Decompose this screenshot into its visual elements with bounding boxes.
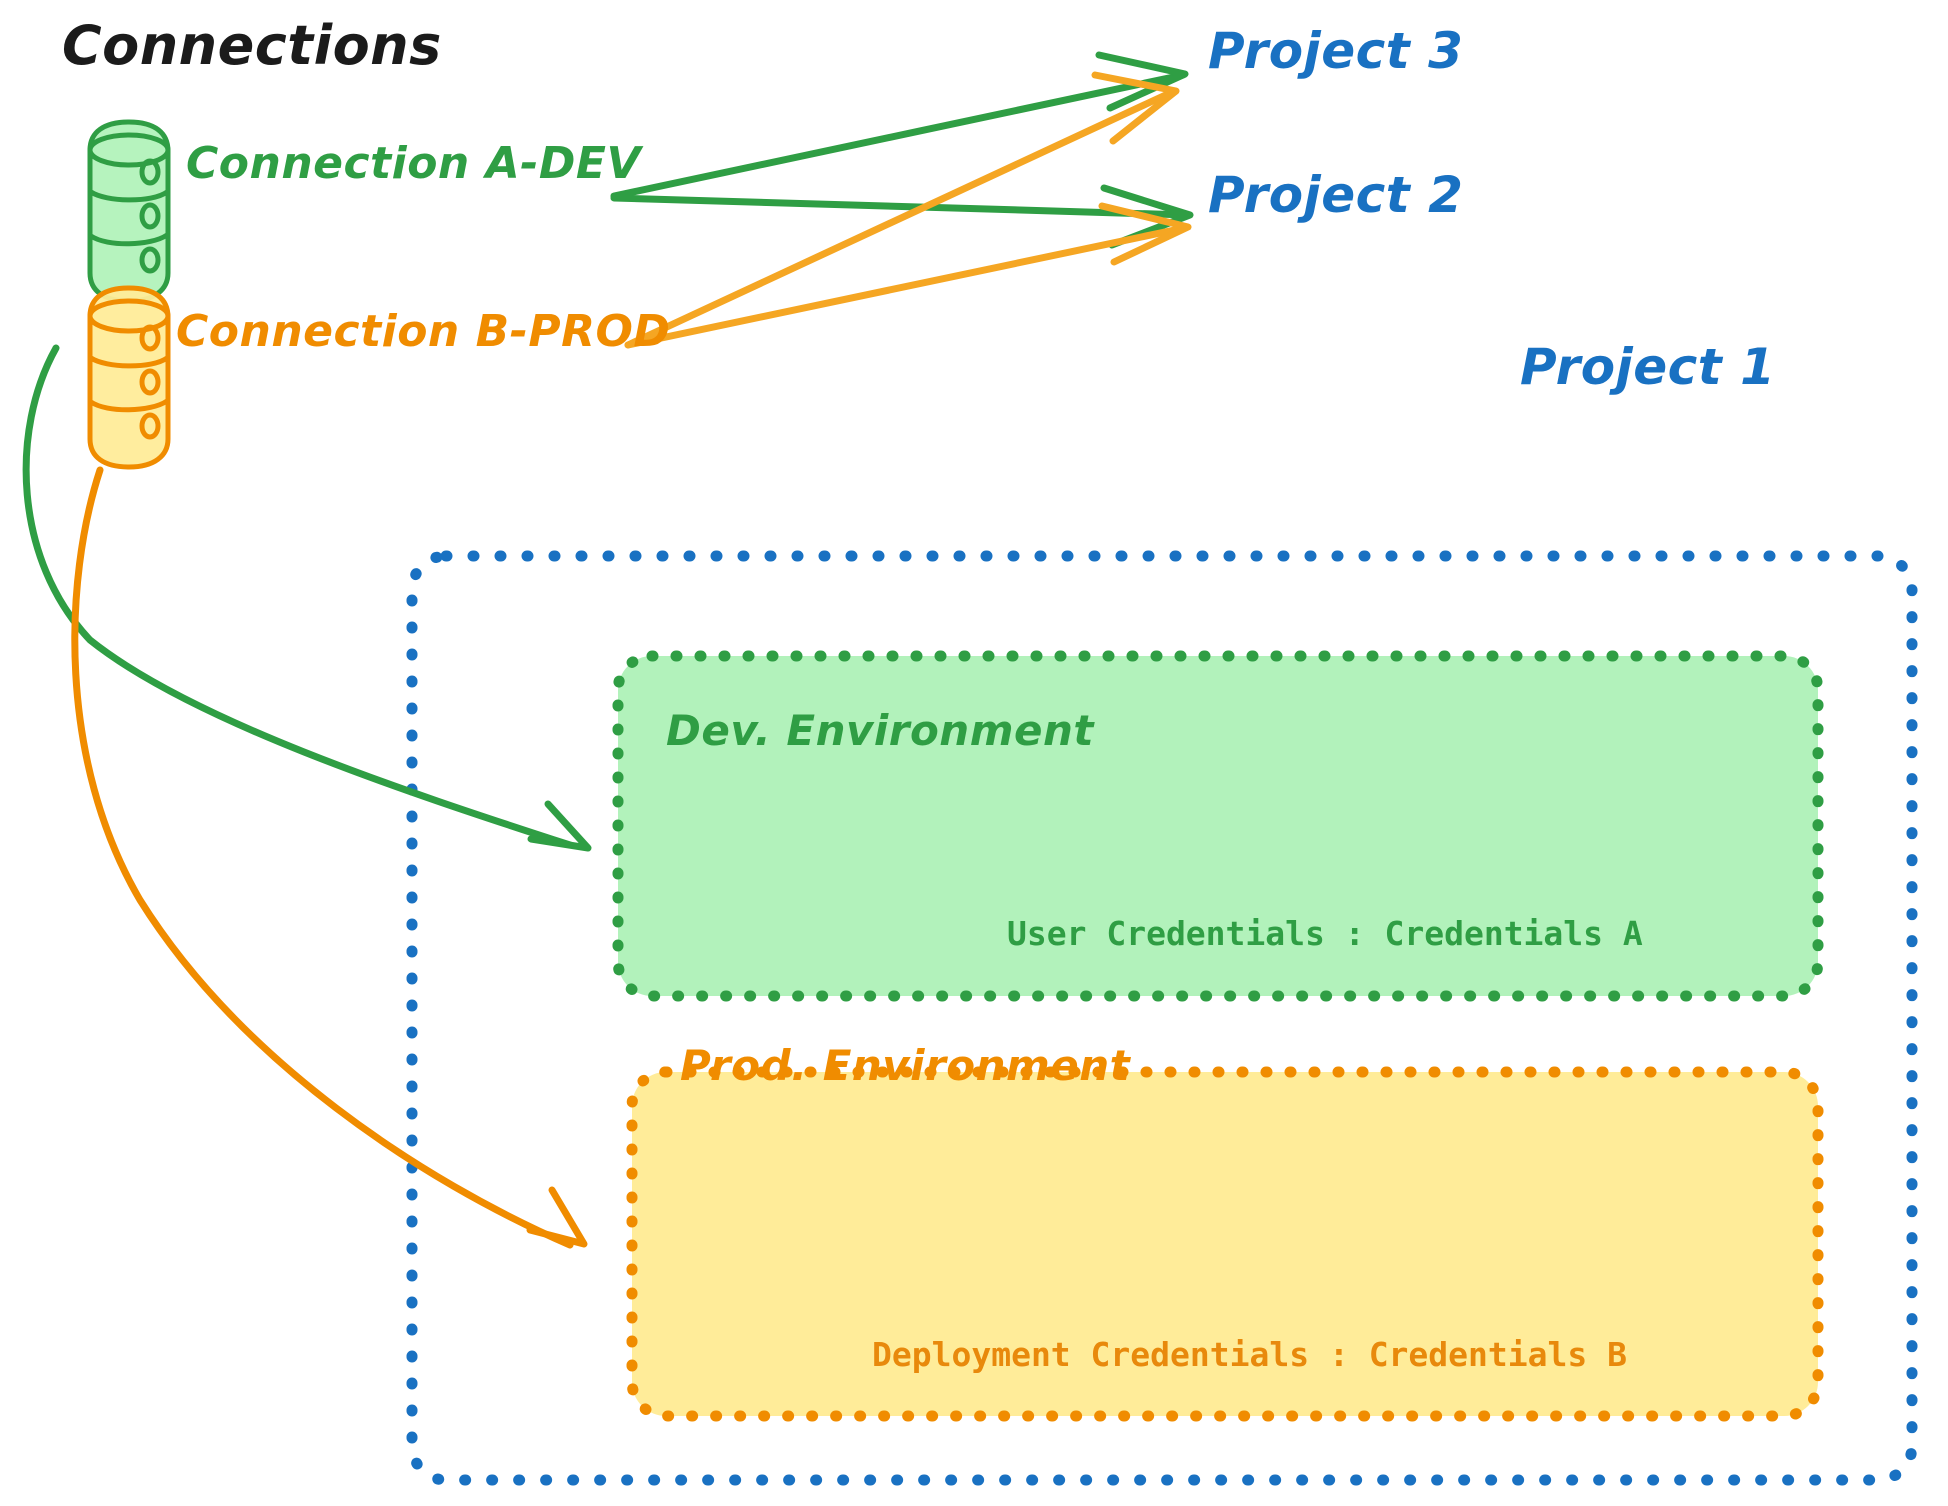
database-icon-conn-b[interactable] bbox=[87, 285, 171, 470]
edge-b-to-project3 bbox=[624, 71, 1180, 349]
prod-environment-credentials: Deployment Credentials : Credentials B bbox=[872, 1335, 1627, 1374]
connection-a-label[interactable]: Connection A-DEV bbox=[186, 138, 642, 189]
dev-environment-box[interactable] bbox=[618, 656, 1818, 996]
dev-environment-label: Dev. Environment bbox=[666, 706, 1094, 755]
database-icon-conn-a[interactable] bbox=[87, 119, 171, 304]
connection-b-label[interactable]: Connection B-PROD bbox=[176, 306, 671, 357]
page-title: Connections bbox=[62, 14, 442, 77]
edge-b-to-project2 bbox=[624, 202, 1192, 349]
prod-environment-box-border bbox=[626, 1066, 1824, 1422]
prod-environment-label: Prod. Environment bbox=[680, 1041, 1131, 1090]
project1-container bbox=[406, 550, 1918, 1486]
project-1-label[interactable]: Project 1 bbox=[1520, 338, 1776, 396]
dev-environment-credentials: User Credentials : Credentials A bbox=[1007, 914, 1643, 953]
dev-environment-box-border bbox=[612, 650, 1824, 1002]
edge-b-to-prod-env bbox=[71, 466, 588, 1249]
edge-a-to-project3 bbox=[610, 51, 1189, 200]
project-2-label[interactable]: Project 2 bbox=[1208, 166, 1464, 224]
edge-a-to-dev-env bbox=[22, 344, 592, 852]
project-3-label[interactable]: Project 3 bbox=[1208, 22, 1464, 80]
prod-environment-box[interactable] bbox=[632, 1072, 1818, 1416]
